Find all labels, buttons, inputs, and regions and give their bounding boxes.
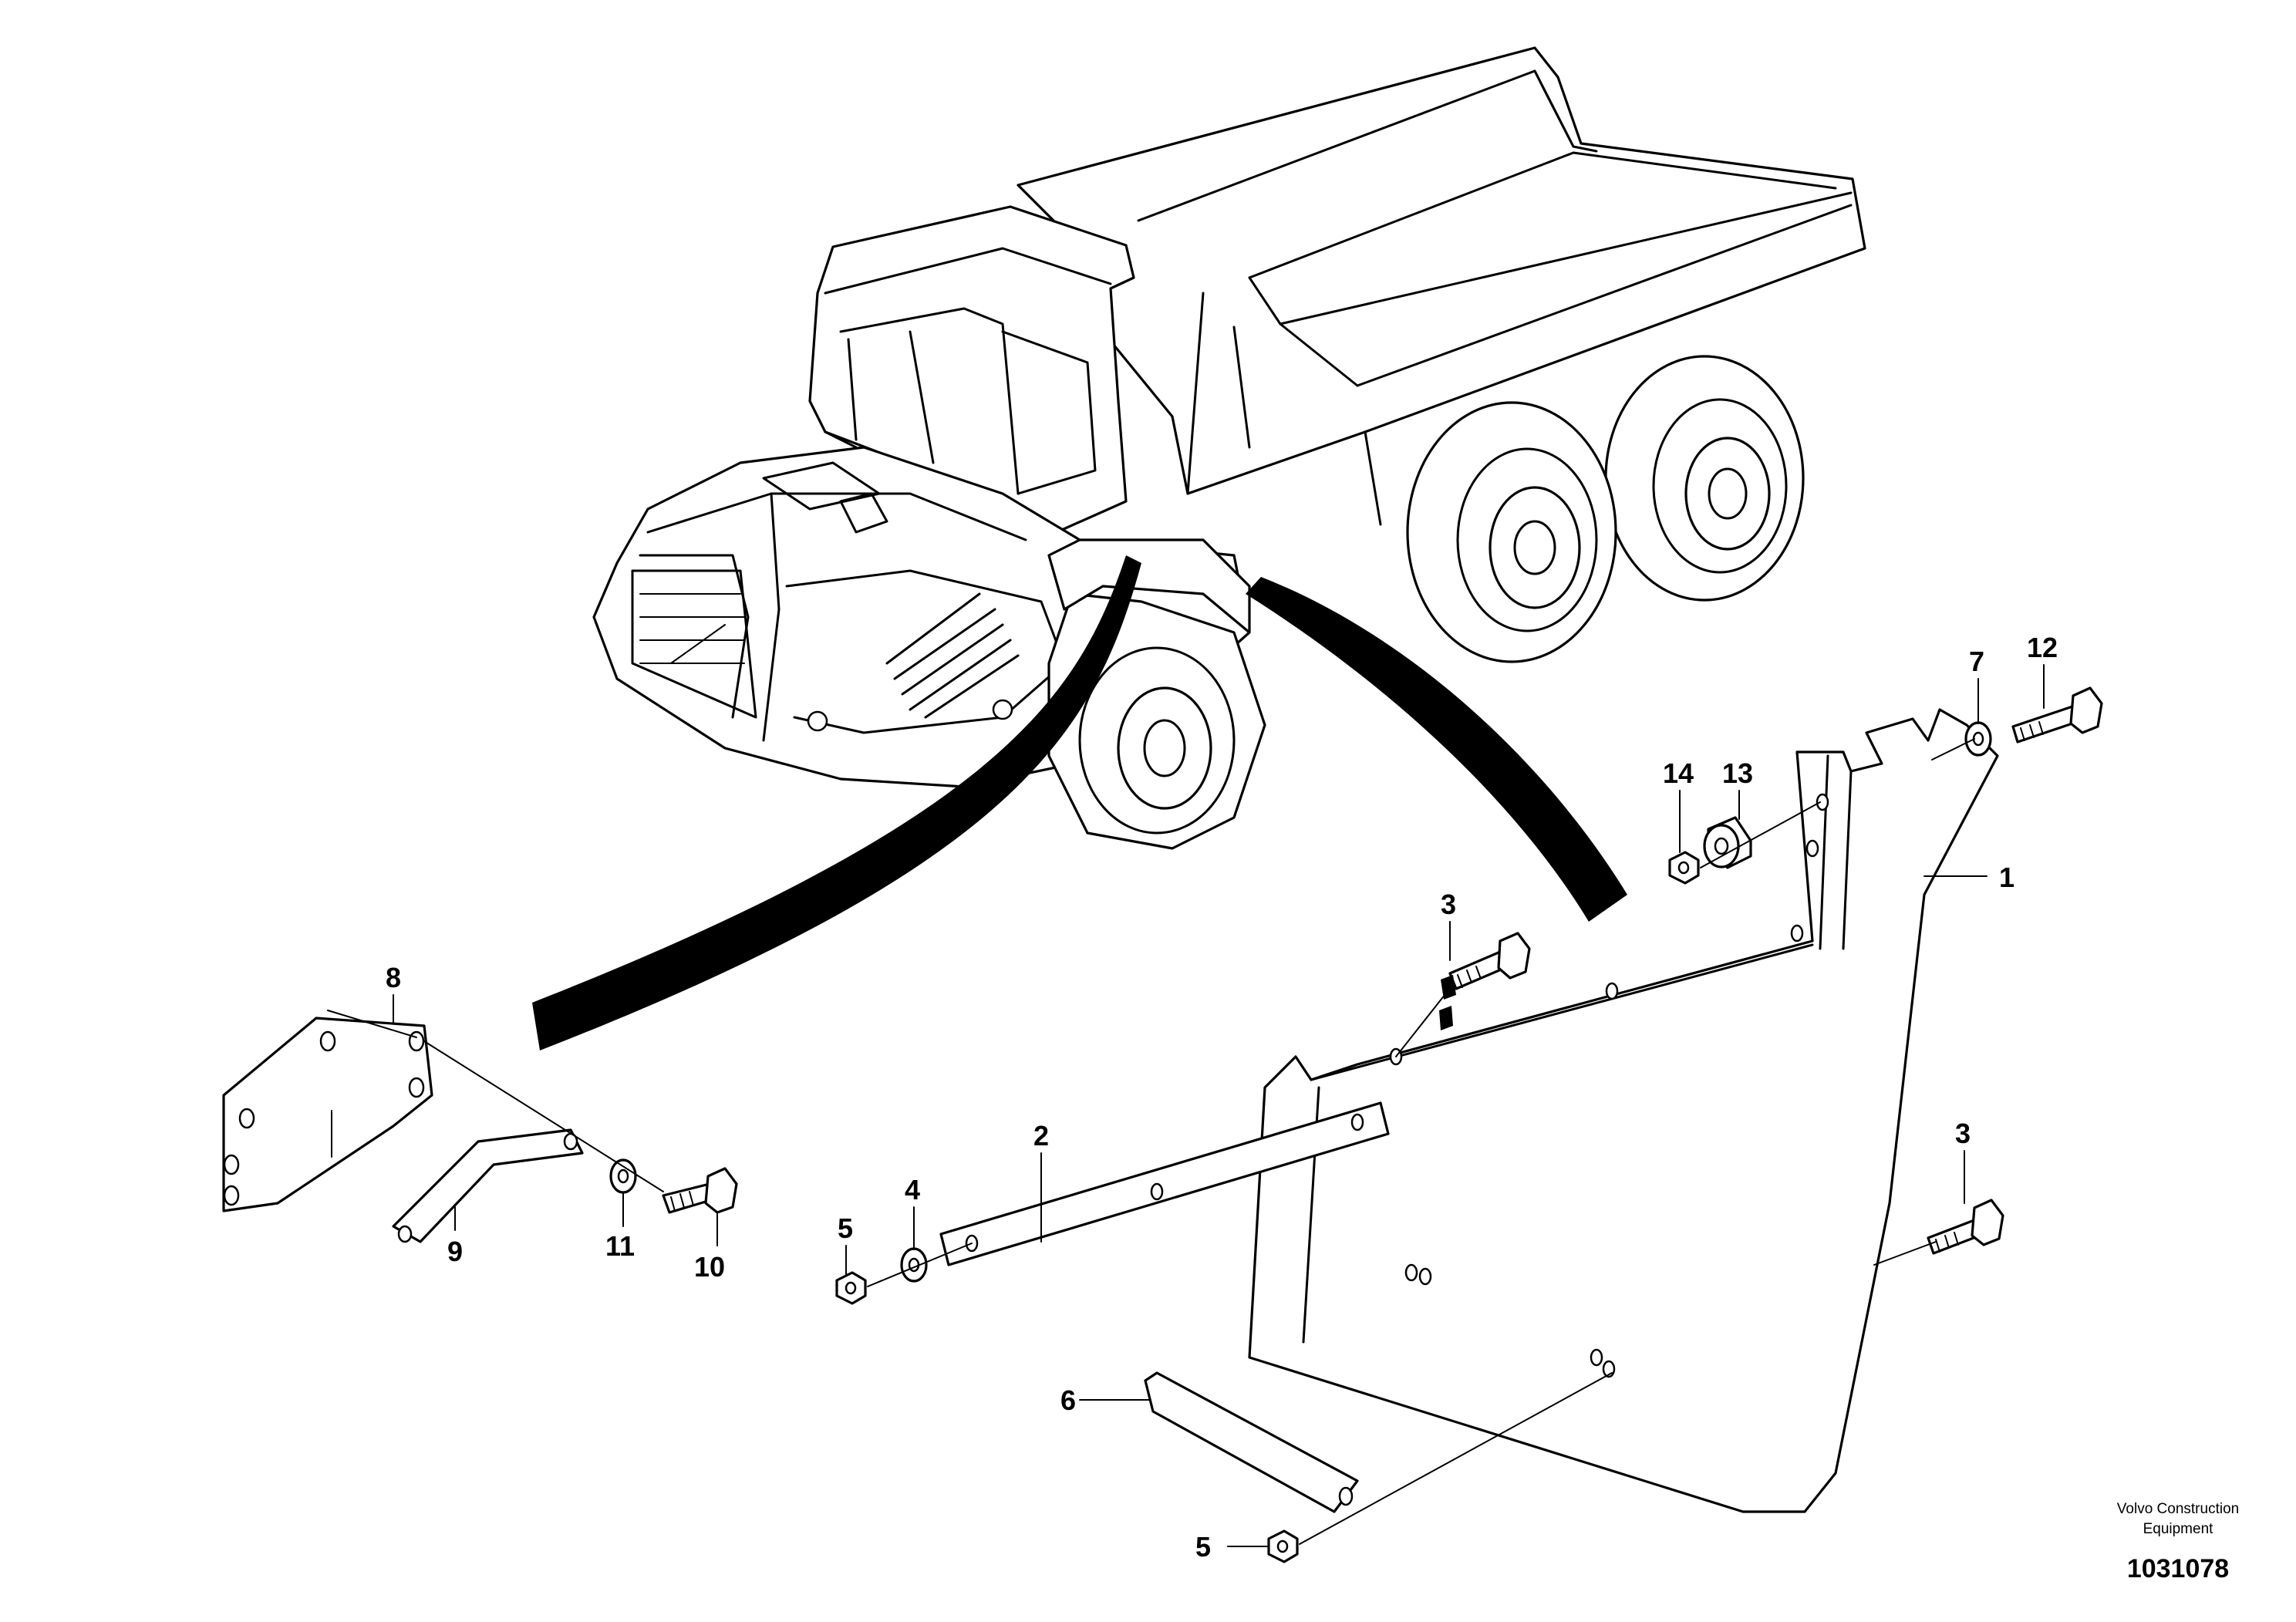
bolts bbox=[662, 686, 2103, 1255]
callout-3-lower: 3 bbox=[1955, 1118, 1971, 1149]
callout-labels: 1 2 3 3 4 5 5 6 7 8 9 10 11 12 13 14 bbox=[386, 632, 2058, 1563]
part-1-mudguard-panel bbox=[1248, 708, 1999, 1513]
part-13-spacer bbox=[1703, 816, 1752, 869]
part-8-bracket-plate bbox=[222, 1017, 433, 1212]
part-4-washer bbox=[900, 1247, 928, 1283]
part-5-nut-lower bbox=[1267, 1529, 1299, 1563]
front-wheel bbox=[1047, 592, 1266, 850]
part-12-bolt bbox=[2011, 686, 2103, 744]
articulated-hauler-illustration bbox=[592, 46, 1866, 850]
part-7-washer bbox=[1964, 721, 1992, 757]
part-14-nut bbox=[1668, 851, 1700, 885]
leader-lines bbox=[393, 664, 2045, 1547]
cab bbox=[808, 205, 1135, 534]
callout-5-lower: 5 bbox=[1195, 1531, 1211, 1563]
front-fender bbox=[1047, 538, 1251, 634]
callout-14: 14 bbox=[1663, 757, 1694, 789]
location-indicator-arcs bbox=[532, 555, 1627, 1050]
document-number: 1031078 bbox=[2127, 1554, 2229, 1583]
callout-13: 13 bbox=[1722, 757, 1753, 789]
part-10-bolt bbox=[662, 1167, 738, 1214]
callout-6: 6 bbox=[1060, 1384, 1076, 1416]
callout-10: 10 bbox=[694, 1251, 725, 1283]
part-11-washer bbox=[609, 1158, 637, 1194]
part-9-angled-link bbox=[392, 1128, 584, 1243]
assembly-lines bbox=[327, 738, 1975, 1545]
manufacturer-credit: Volvo Construction Equipment 1031078 bbox=[2117, 1501, 2239, 1583]
callout-11: 11 bbox=[605, 1230, 635, 1262]
part-3-bolt-upper bbox=[1448, 932, 1531, 990]
part-3-bolt-lower bbox=[1927, 1199, 2004, 1255]
callout-4: 4 bbox=[905, 1174, 920, 1206]
callout-7: 7 bbox=[1969, 646, 1984, 677]
callout-2: 2 bbox=[1033, 1120, 1049, 1152]
callout-1: 1 bbox=[1999, 862, 2014, 893]
nuts bbox=[835, 851, 1700, 1563]
callout-3-upper: 3 bbox=[1441, 889, 1456, 920]
callout-9: 9 bbox=[447, 1236, 463, 1267]
rear-wheels bbox=[1406, 355, 1805, 663]
callout-12: 12 bbox=[2027, 632, 2058, 663]
credit-line-2: Equipment bbox=[2143, 1521, 2214, 1537]
callout-8: 8 bbox=[386, 962, 401, 993]
part-6-lower-bracket bbox=[1144, 1371, 1359, 1513]
credit-line-1: Volvo Construction bbox=[2117, 1501, 2239, 1517]
callout-5-upper: 5 bbox=[838, 1212, 853, 1244]
part-5-nut-upper bbox=[835, 1271, 867, 1305]
